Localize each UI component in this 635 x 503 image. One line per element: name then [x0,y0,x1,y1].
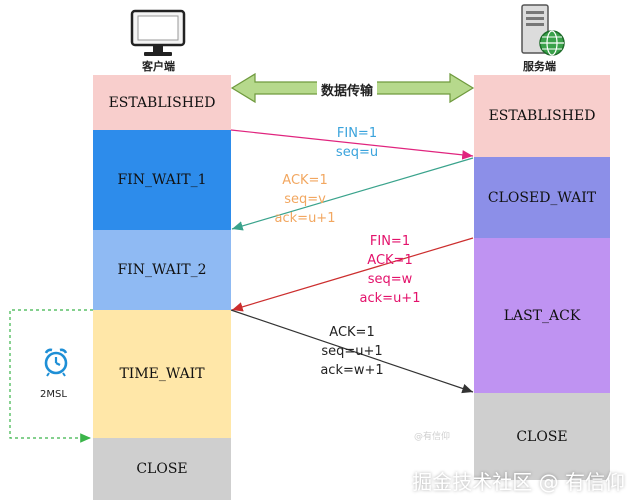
message-line: seq=u [335,145,379,160]
message-line: seq=w [367,272,413,287]
client-state-fin-wait-1: FIN_WAIT_1 [93,130,231,230]
server-state-label: CLOSE [516,428,568,445]
fin-message: FIN=1 seq=u [322,124,392,162]
message-line: ack=w+1 [320,363,384,378]
client-state-close: CLOSE [93,438,231,500]
message-line: FIN=1 [336,126,378,141]
client-state-label: TIME_WAIT [119,366,205,382]
timer-label: 2MSL [40,389,67,400]
client-state-fin-wait-2: FIN_WAIT_2 [93,230,231,310]
message-line: ack=u+1 [359,291,421,306]
message-line: ACK=1 [282,173,328,188]
client-state-label: ESTABLISHED [108,94,216,111]
client-state-label: FIN_WAIT_1 [117,172,207,188]
client-computer-icon [129,9,187,59]
watermark: 掘金技术社区 @ 有信仰 [412,470,625,494]
alarm-clock-icon [42,347,70,377]
faint-author-mark: @有信仰 [414,432,451,442]
client-state-label: CLOSE [136,461,188,477]
client-caption: 客户端 [142,60,175,73]
final-ack-message: ACK=1 seq=u+1 ack=w+1 [312,323,392,380]
client-state-established: ESTABLISHED [93,75,231,130]
client-state-time-wait: TIME_WAIT [93,310,231,438]
ack-message: ACK=1 seq=v ack=u+1 [266,171,344,228]
data-transfer-label: 数据传输 [317,80,378,99]
message-line: seq=u+1 [321,344,383,359]
server-caption: 服务端 [523,60,556,73]
message-line: seq=v [284,192,326,207]
client-state-label: FIN_WAIT_2 [117,262,207,278]
message-line: ack=u+1 [274,211,336,226]
fin-ack-message: FIN=1 ACK=1 seq=w ack=u+1 [350,232,430,308]
server-state-last-ack: LAST_ACK [474,238,610,393]
server-state-closed-wait: CLOSED_WAIT [474,157,610,238]
server-state-label: ESTABLISHED [488,108,596,124]
server-state-close: CLOSE [474,393,610,480]
message-line: ACK=1 [329,325,375,340]
server-state-label: CLOSED_WAIT [487,189,597,206]
message-line: FIN=1 [369,234,411,249]
server-globe-icon [518,3,570,59]
server-state-label: LAST_ACK [503,307,581,324]
server-state-established: ESTABLISHED [474,75,610,157]
message-line: ACK=1 [367,253,413,268]
